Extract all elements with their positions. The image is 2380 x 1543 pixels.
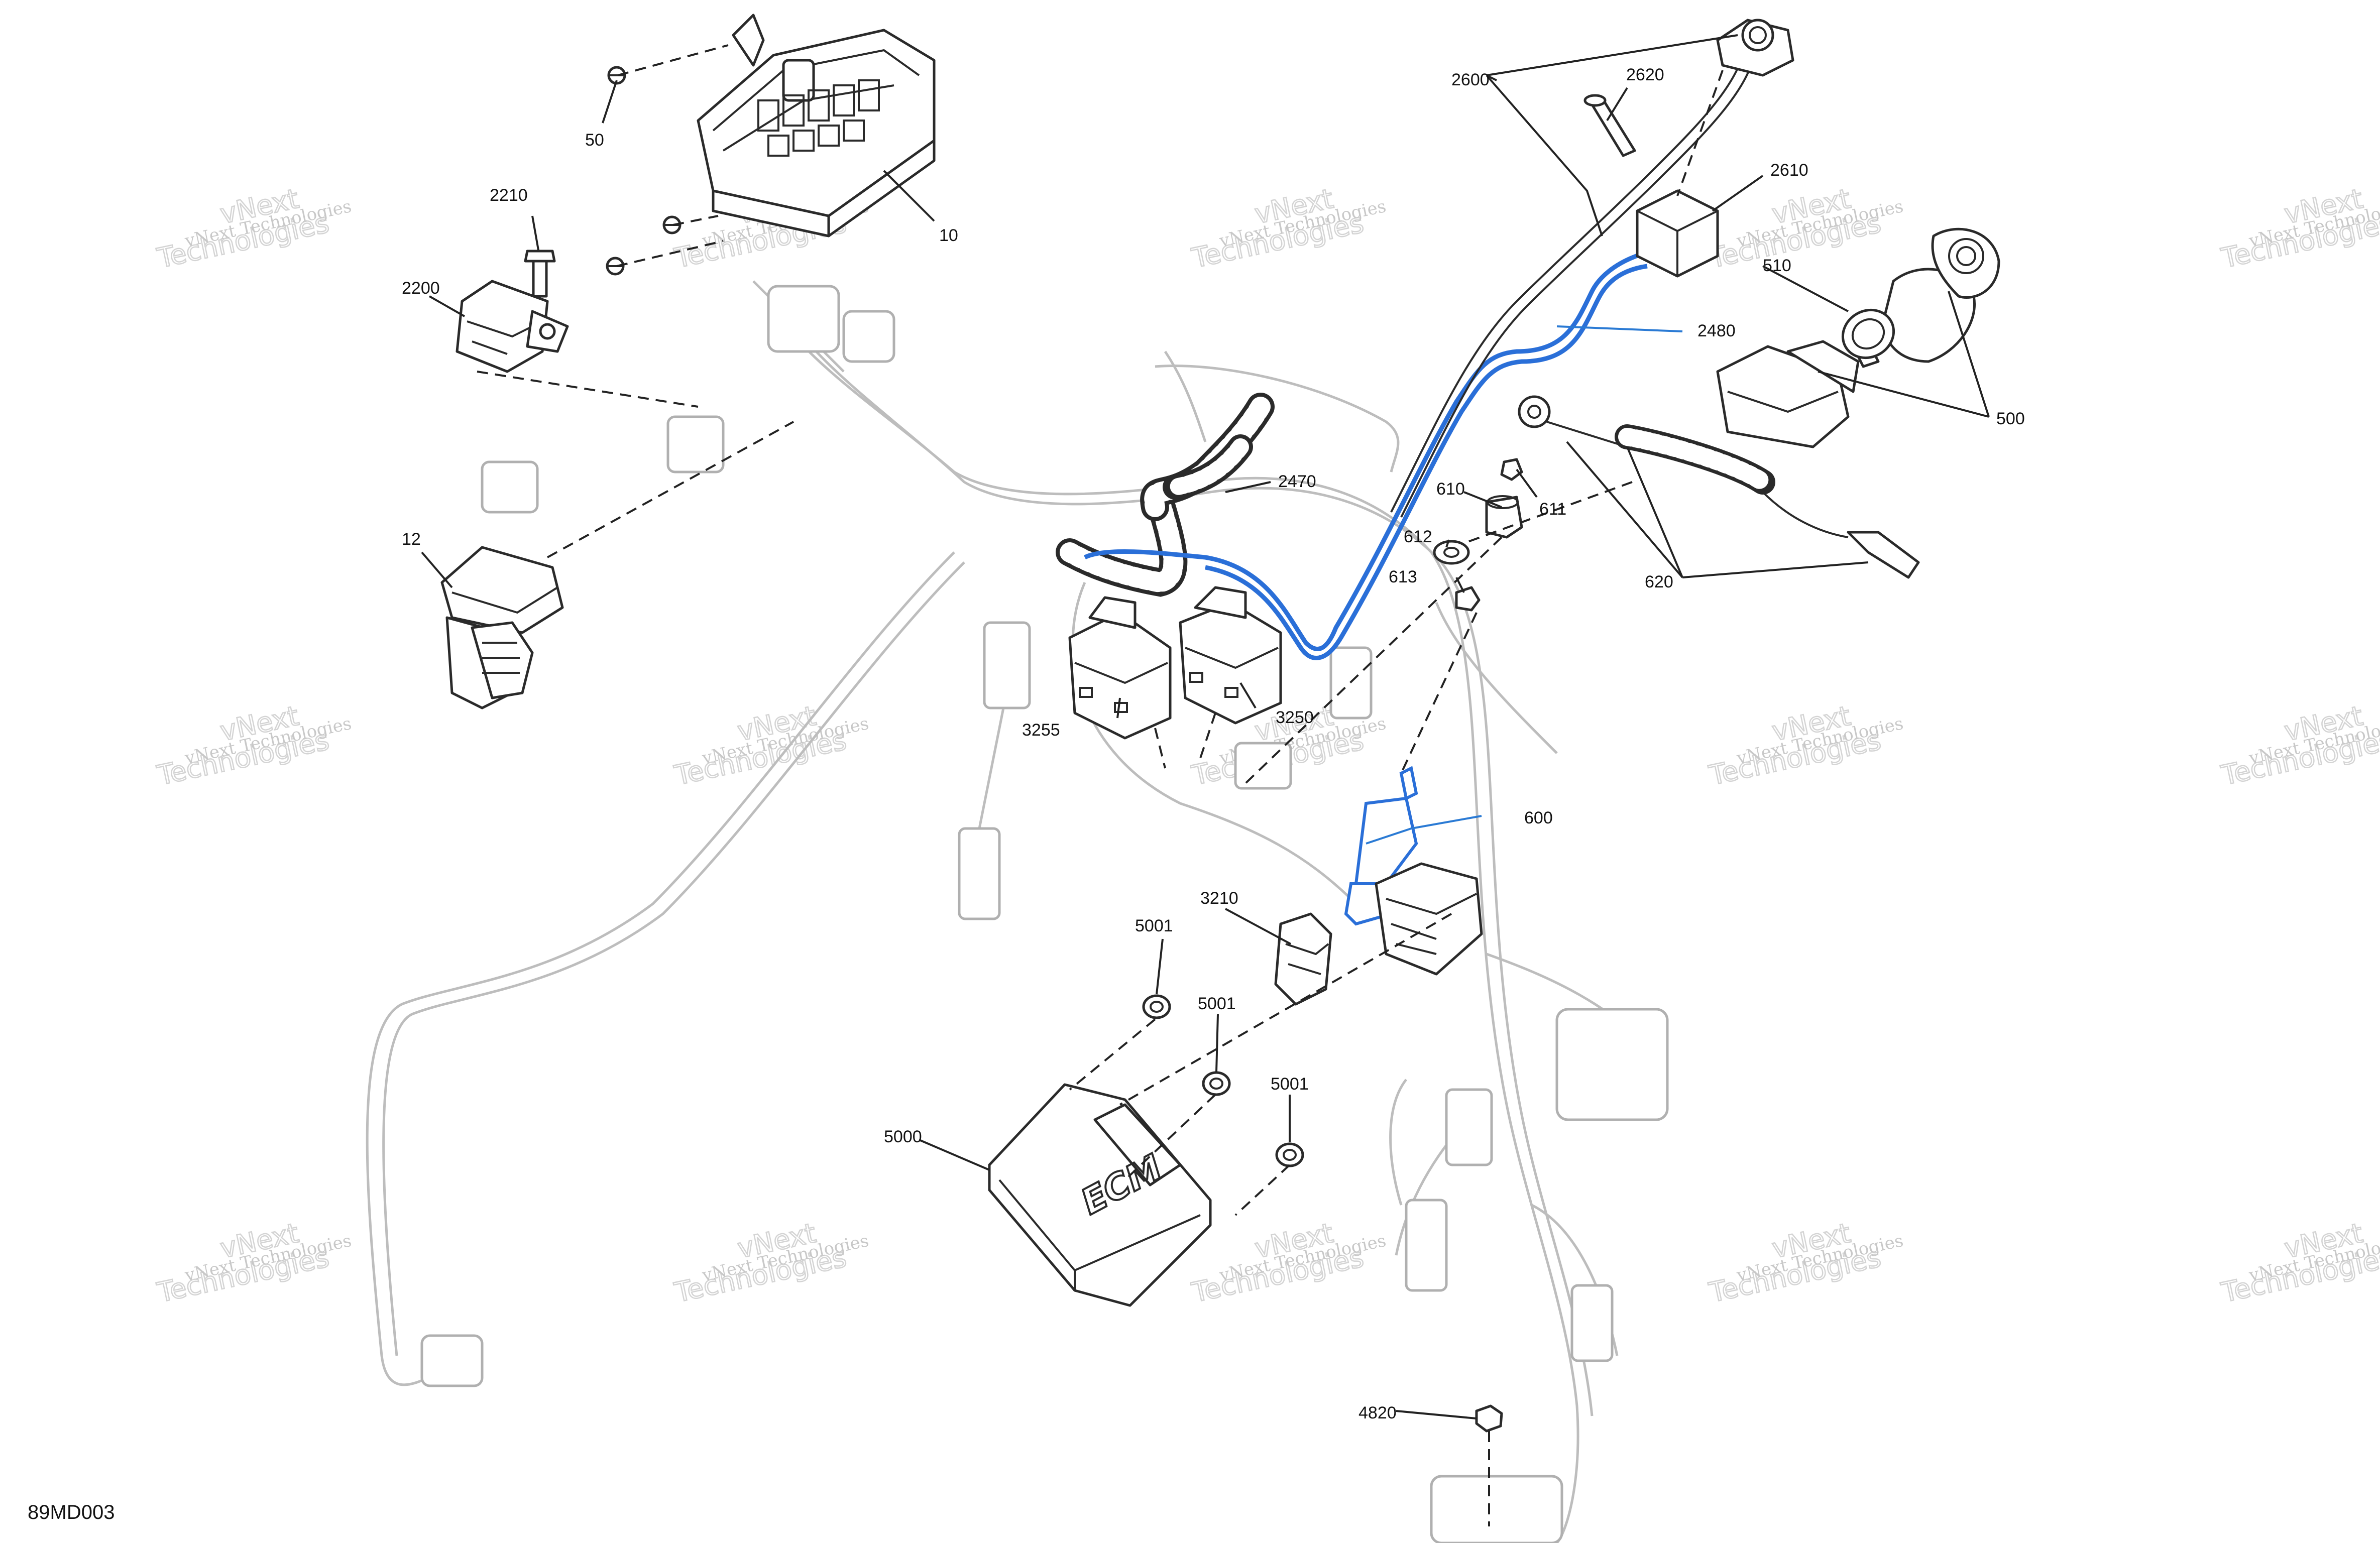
callout-2610: 2610	[1770, 161, 1808, 180]
watermark: Technologies vNext vNext Technologies	[1188, 182, 1388, 275]
lanyard-620[interactable]	[1518, 395, 1920, 579]
assembly-lines	[477, 44, 1724, 1526]
watermark: Technologies vNext vNext Technologies	[2218, 182, 2380, 275]
watermark: Technologies vNext vNext Technologies	[671, 699, 870, 792]
callout-2600: 2600	[1451, 70, 1490, 89]
ghost-connector	[1570, 1284, 1614, 1362]
watermark: Technologies vNext vNext Technologies	[1706, 699, 1905, 792]
ghost-connector	[958, 827, 1001, 920]
fuse-grid	[757, 79, 880, 157]
ghost-connector	[767, 285, 840, 353]
switch-housing-2610[interactable]	[1636, 189, 1719, 278]
ecu-connector[interactable]	[1375, 862, 1483, 976]
nut-613[interactable]	[1455, 586, 1481, 612]
watermark: Technologies vNext vNext Technologies	[2218, 1217, 2380, 1310]
callout-600: 600	[1524, 808, 1553, 827]
callout-2480: 2480	[1697, 321, 1736, 340]
corrugated-conduit-2470[interactable]	[1056, 393, 1275, 597]
relay-3255[interactable]	[1068, 596, 1172, 740]
cap-610[interactable]	[1485, 495, 1523, 539]
screw[interactable]	[606, 257, 625, 276]
ghost-connector	[983, 621, 1031, 709]
washer-5001[interactable]	[1275, 1142, 1304, 1167]
fuse-box[interactable]	[697, 14, 936, 238]
callout-5000: 5000	[884, 1127, 922, 1146]
callout-611: 611	[1539, 500, 1566, 519]
ghost-connector	[420, 1334, 484, 1387]
watermark: Technologies vNext vNext Technologies	[154, 182, 353, 275]
callout-2210: 2210	[490, 186, 528, 205]
callout-620: 620	[1645, 572, 1673, 591]
sensor-connector-2200[interactable]	[456, 280, 569, 373]
ecm-5000[interactable]: ECM	[988, 1083, 1212, 1307]
watermark: Technologies vNext vNext Technologies	[154, 1217, 353, 1310]
leader-lines	[421, 34, 1990, 1419]
bolt-2210[interactable]	[524, 250, 556, 298]
bolt-2620[interactable]	[1583, 94, 1636, 157]
callout-labels: 50 10 2210 2200 12 2600 2620 2610 510 50…	[402, 65, 2025, 1422]
washer-612[interactable]	[1433, 540, 1470, 565]
callout-5001-c: 5001	[1271, 1075, 1309, 1094]
relay-3250[interactable]	[1179, 586, 1282, 725]
washer-5001[interactable]	[1142, 994, 1171, 1019]
connector-3210[interactable]	[1274, 912, 1332, 1006]
watermark: Technologies vNext vNext Technologies	[1188, 1217, 1388, 1310]
callout-3210: 3210	[1200, 889, 1238, 908]
callout-510: 510	[1763, 256, 1791, 275]
nut-4820[interactable]	[1475, 1404, 1503, 1433]
ghost-connector	[1405, 1199, 1448, 1292]
ghost-connector	[666, 415, 725, 473]
wire-harness-2480[interactable]	[1083, 249, 1653, 660]
ghost-connector	[842, 310, 895, 363]
callout-12: 12	[402, 530, 421, 549]
switch-top-2600[interactable]	[1716, 19, 1794, 77]
watermark: Technologies vNext vNext Technologies	[154, 699, 353, 792]
ghost-connector	[1445, 1088, 1493, 1166]
ghost-connector	[481, 460, 539, 514]
callout-2470: 2470	[1278, 472, 1316, 491]
ghost-module	[1555, 1008, 1669, 1121]
wire-2600[interactable]	[1390, 55, 1754, 518]
diagram-reference-code: 89MD003	[28, 1501, 115, 1523]
callout-610: 610	[1436, 480, 1465, 499]
connector-12[interactable]	[440, 546, 564, 709]
nut-611[interactable]	[1500, 458, 1523, 481]
callout-2620: 2620	[1626, 65, 1664, 84]
ignition-switch-500[interactable]	[1716, 227, 2000, 448]
callout-5001-b: 5001	[1198, 994, 1236, 1013]
callout-613: 613	[1389, 567, 1417, 586]
callout-4820: 4820	[1358, 1403, 1397, 1422]
watermark: Technologies vNext vNext Technologies	[2218, 699, 2380, 792]
nut-ring-510[interactable]	[1834, 301, 1902, 367]
callout-500: 500	[1996, 409, 2025, 428]
watermark: Technologies vNext vNext Technologies	[1706, 182, 1905, 275]
main-wiring-harness	[366, 280, 1669, 1543]
washer-5001[interactable]	[1202, 1071, 1231, 1096]
callout-612: 612	[1404, 527, 1432, 546]
callout-50: 50	[585, 131, 604, 150]
callout-5001-a: 5001	[1135, 916, 1173, 935]
ghost-connector	[1430, 1475, 1563, 1543]
callout-3250: 3250	[1276, 708, 1314, 727]
callout-2200: 2200	[402, 279, 440, 298]
watermark: Technologies vNext vNext Technologies	[671, 1217, 870, 1310]
callout-3255: 3255	[1022, 721, 1060, 740]
callout-10: 10	[939, 226, 958, 245]
watermark: Technologies vNext vNext Technologies	[1706, 1217, 1905, 1310]
